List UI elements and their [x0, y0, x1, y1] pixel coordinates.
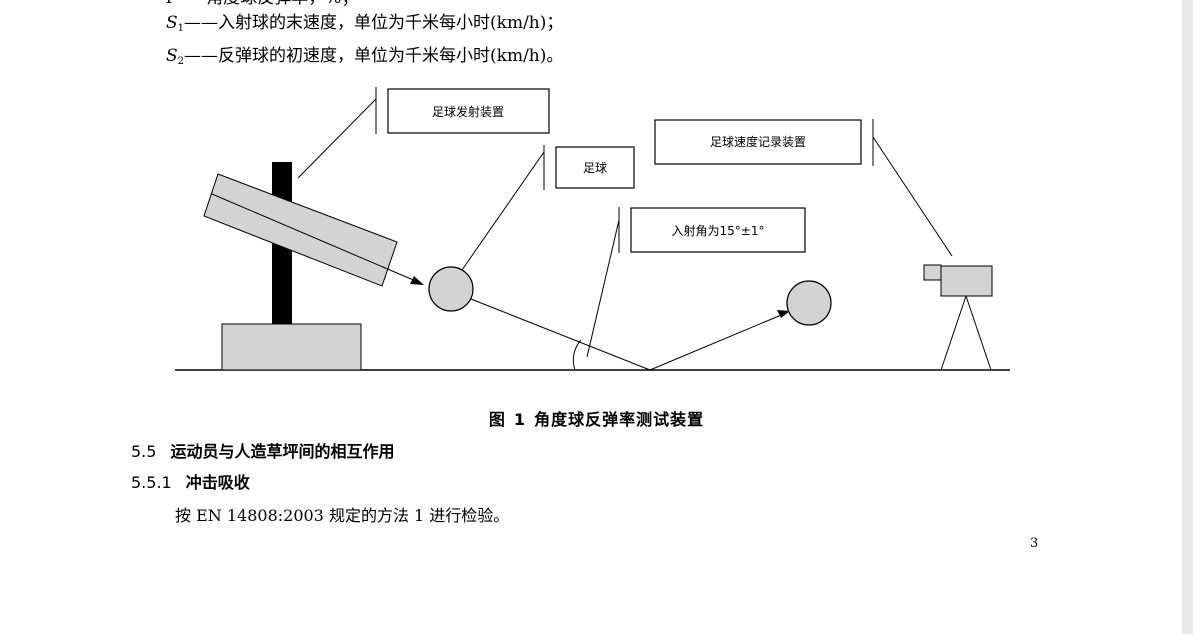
launcher-label-box: [387, 88, 550, 134]
angle-label: 入射角为15°±1°: [672, 223, 765, 238]
section-heading-5-5: 5.5 运动员与人造草坪间的相互作用: [131, 438, 394, 462]
definition-s1: S1——入射球的末速度，单位为千米每小时(km/h)；: [166, 13, 563, 39]
recorder-label-leader: [872, 136, 953, 257]
section-title: 运动员与人造草坪间的相互作用: [170, 442, 395, 461]
tripod-leg-left: [940, 295, 967, 371]
s1-description: ——入射球的末速度，单位为千米每小时(km/h)；: [184, 13, 564, 33]
page-edge-bar: [1182, 0, 1193, 634]
recorder-lens: [923, 264, 942, 281]
angle-label-leader: [586, 219, 620, 358]
ball-label: 足球: [583, 161, 607, 175]
section-number: 5.5: [131, 442, 157, 461]
recorder-label: 足球速度记录装置: [710, 134, 806, 149]
angle-arc: [572, 339, 582, 371]
angle-label-box: [630, 207, 806, 253]
s1-variable: S1: [166, 13, 185, 34]
s2-description: ——反弹球的初速度，单位为千米每小时(km/h)。: [184, 46, 564, 66]
ball-label-leader: [461, 151, 545, 271]
recorder-body: [940, 265, 993, 297]
definition-s2: S2——反弹球的初速度，单位为千米每小时(km/h)。: [166, 46, 563, 72]
launcher-label-leader: [297, 98, 377, 179]
body-paragraph: 按 EN 14808:2003 规定的方法 1 进行检验。: [175, 506, 510, 525]
section-number: 5.5.1: [131, 473, 172, 492]
launcher-label: 足球发射装置: [432, 104, 504, 119]
launch-path: [211, 193, 419, 283]
rebound-arrowhead: [777, 310, 790, 318]
ball-incoming: [428, 266, 474, 312]
launcher-base: [221, 323, 362, 371]
figure-caption-title: 角度球反弹率测试装置: [534, 410, 705, 429]
incident-path: [470, 298, 651, 371]
launcher-tube: [203, 173, 398, 287]
figure-caption-prefix: 图: [488, 410, 506, 429]
launch-arrowhead: [410, 276, 424, 285]
ball-label-box: [555, 146, 635, 189]
rebound-path: [649, 312, 787, 371]
ball-rebound: [786, 280, 832, 326]
cut-off-line: f——角度球反弹率，%；: [166, 0, 358, 8]
figure-caption-number: 1: [513, 410, 527, 429]
page-number: 3: [1030, 536, 1039, 551]
s2-variable: S2: [166, 46, 185, 67]
tripod-leg-right: [965, 295, 992, 371]
section-title: 冲击吸收: [185, 473, 250, 492]
recorder-label-box: [654, 119, 862, 165]
section-heading-5-5-1: 5.5.1 冲击吸收: [131, 469, 250, 493]
